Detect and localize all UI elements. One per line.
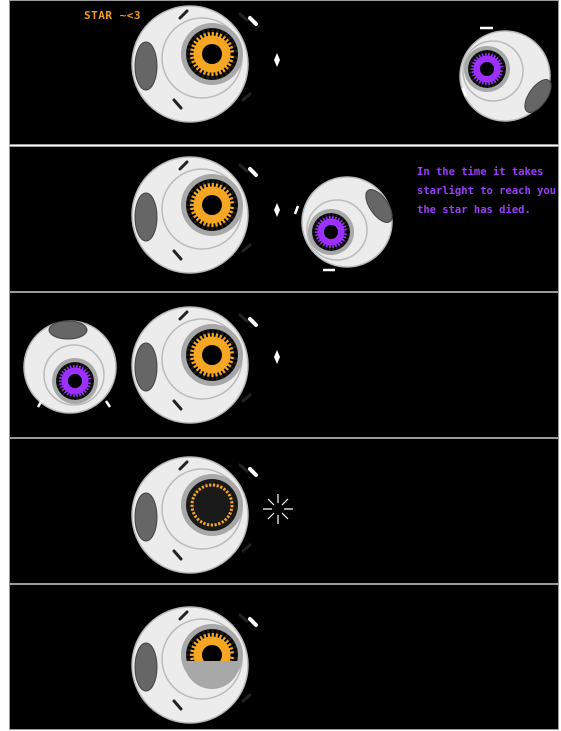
wheatley-core-orange bbox=[131, 306, 258, 424]
comic-panel-1: STAR ~<3 bbox=[9, 0, 559, 145]
wheatley-core-purple bbox=[459, 26, 552, 122]
wheatley-core-orange-closing bbox=[131, 606, 258, 724]
story-line-1: In the time it takes bbox=[417, 166, 544, 178]
star-icon bbox=[274, 53, 280, 67]
title-caption: STAR ~<3 bbox=[84, 9, 141, 22]
star-icon bbox=[274, 203, 280, 217]
panel-1-art bbox=[131, 5, 552, 123]
comic-panel-2: In the time it takes starlight to reach … bbox=[9, 146, 559, 292]
story-line-2: starlight to reach you, bbox=[417, 185, 559, 197]
panel-3-art bbox=[23, 306, 280, 424]
comic-panel-3 bbox=[9, 292, 559, 438]
wheatley-core-purple bbox=[293, 176, 393, 272]
wheatley-core-purple bbox=[23, 320, 117, 414]
star-icon bbox=[274, 350, 280, 364]
story-caption: In the time it takes starlight to reach … bbox=[417, 163, 559, 220]
panel-2-art bbox=[131, 156, 393, 274]
wheatley-core-orange bbox=[131, 156, 258, 274]
comic-panel-4 bbox=[9, 438, 559, 584]
wheatley-core-orange bbox=[131, 5, 258, 123]
wheatley-core-orange bbox=[131, 456, 258, 574]
story-line-3: the star has died. bbox=[417, 204, 531, 216]
dying-star-burst-icon bbox=[263, 494, 293, 524]
comic-panel-5 bbox=[9, 584, 559, 730]
panel-5-art bbox=[131, 606, 258, 724]
panel-4-art bbox=[131, 456, 293, 574]
